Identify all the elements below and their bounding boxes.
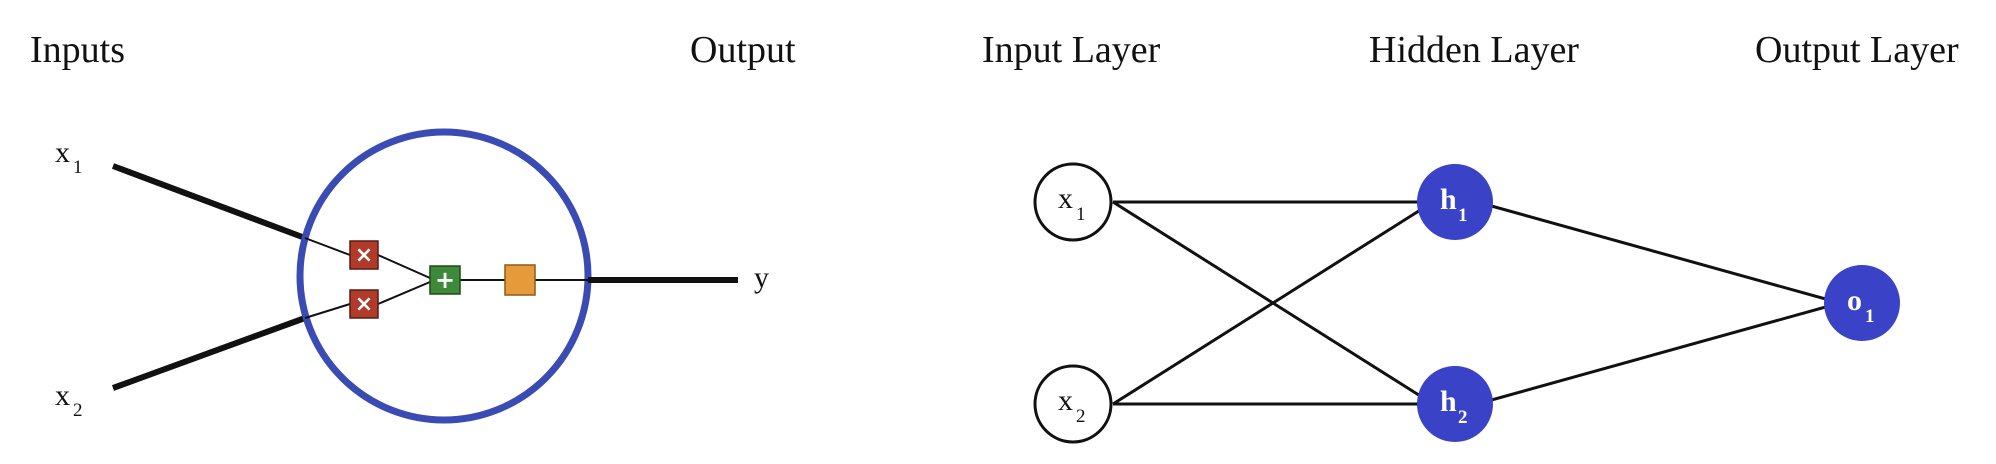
input-node-x1-base: x <box>1058 182 1073 215</box>
output-heading: Output <box>690 29 796 71</box>
network-diagram-panel: Input Layer Hidden Layer Output Layer x … <box>940 0 1996 464</box>
neuron-diagram-panel: Inputs Output x 1 x 2 × × <box>0 0 826 464</box>
inner-wire-2 <box>304 303 351 319</box>
plus-icon: + <box>435 266 455 294</box>
input-node-x1: x 1 <box>1033 162 1113 242</box>
edge-h2-o1 <box>1476 301 1841 406</box>
hidden-node-h2-sub: 2 <box>1458 407 1468 428</box>
hidden-layer-heading: Hidden Layer <box>1369 29 1579 71</box>
input-2-base: x <box>55 379 70 412</box>
hidden-node-h1: h 1 <box>1417 164 1493 240</box>
output-layer-heading: Output Layer <box>1755 29 1959 71</box>
output-node-o1-sub: 1 <box>1865 306 1875 327</box>
input-2-wire <box>111 315 307 391</box>
inputs-heading: Inputs <box>30 29 125 71</box>
input-2-sub: 2 <box>73 400 83 421</box>
input-node-x1-sub: 1 <box>1076 204 1086 225</box>
network-edges <box>1112 200 1841 406</box>
panel-gap <box>826 0 940 464</box>
edge-x2-h1 <box>1112 200 1434 406</box>
input-node-x2: x 2 <box>1033 364 1113 444</box>
input-layer-heading: Input Layer <box>982 29 1161 71</box>
neuron-diagram: Inputs Output x 1 x 2 × × <box>30 29 796 424</box>
input-2-label: x 2 <box>55 379 83 421</box>
input-1-wire <box>111 163 307 241</box>
input-1-sub: 1 <box>73 157 83 178</box>
sum-box: + <box>429 265 461 295</box>
hidden-node-h2-base: h <box>1440 385 1457 418</box>
multiply-box-1: × <box>349 240 379 270</box>
multiply-icon: × <box>355 243 373 268</box>
input-node-x2-sub: 2 <box>1076 406 1086 427</box>
multiply-box-2: × <box>349 289 379 319</box>
hidden-node-h2: h 2 <box>1417 366 1493 442</box>
output-y-label: y <box>754 261 769 294</box>
activation-box <box>504 264 536 296</box>
neuron-circle <box>296 128 592 424</box>
input-1-base: x <box>55 136 70 169</box>
input-node-x2-base: x <box>1058 384 1073 417</box>
hidden-node-h1-sub: 1 <box>1458 205 1468 226</box>
input-1-label: x 1 <box>55 136 83 178</box>
multiply-icon: × <box>355 292 373 317</box>
hidden-node-h1-base: h <box>1440 183 1457 216</box>
mul1-to-sum-wire <box>377 254 431 279</box>
network-diagram: Input Layer Hidden Layer Output Layer x … <box>982 29 1959 444</box>
inner-wire-1 <box>304 237 351 256</box>
mul2-to-sum-wire <box>377 281 431 305</box>
output-node-o1: o 1 <box>1824 265 1900 341</box>
edge-h1-o1 <box>1476 200 1841 305</box>
output-node-o1-base: o <box>1847 284 1862 317</box>
